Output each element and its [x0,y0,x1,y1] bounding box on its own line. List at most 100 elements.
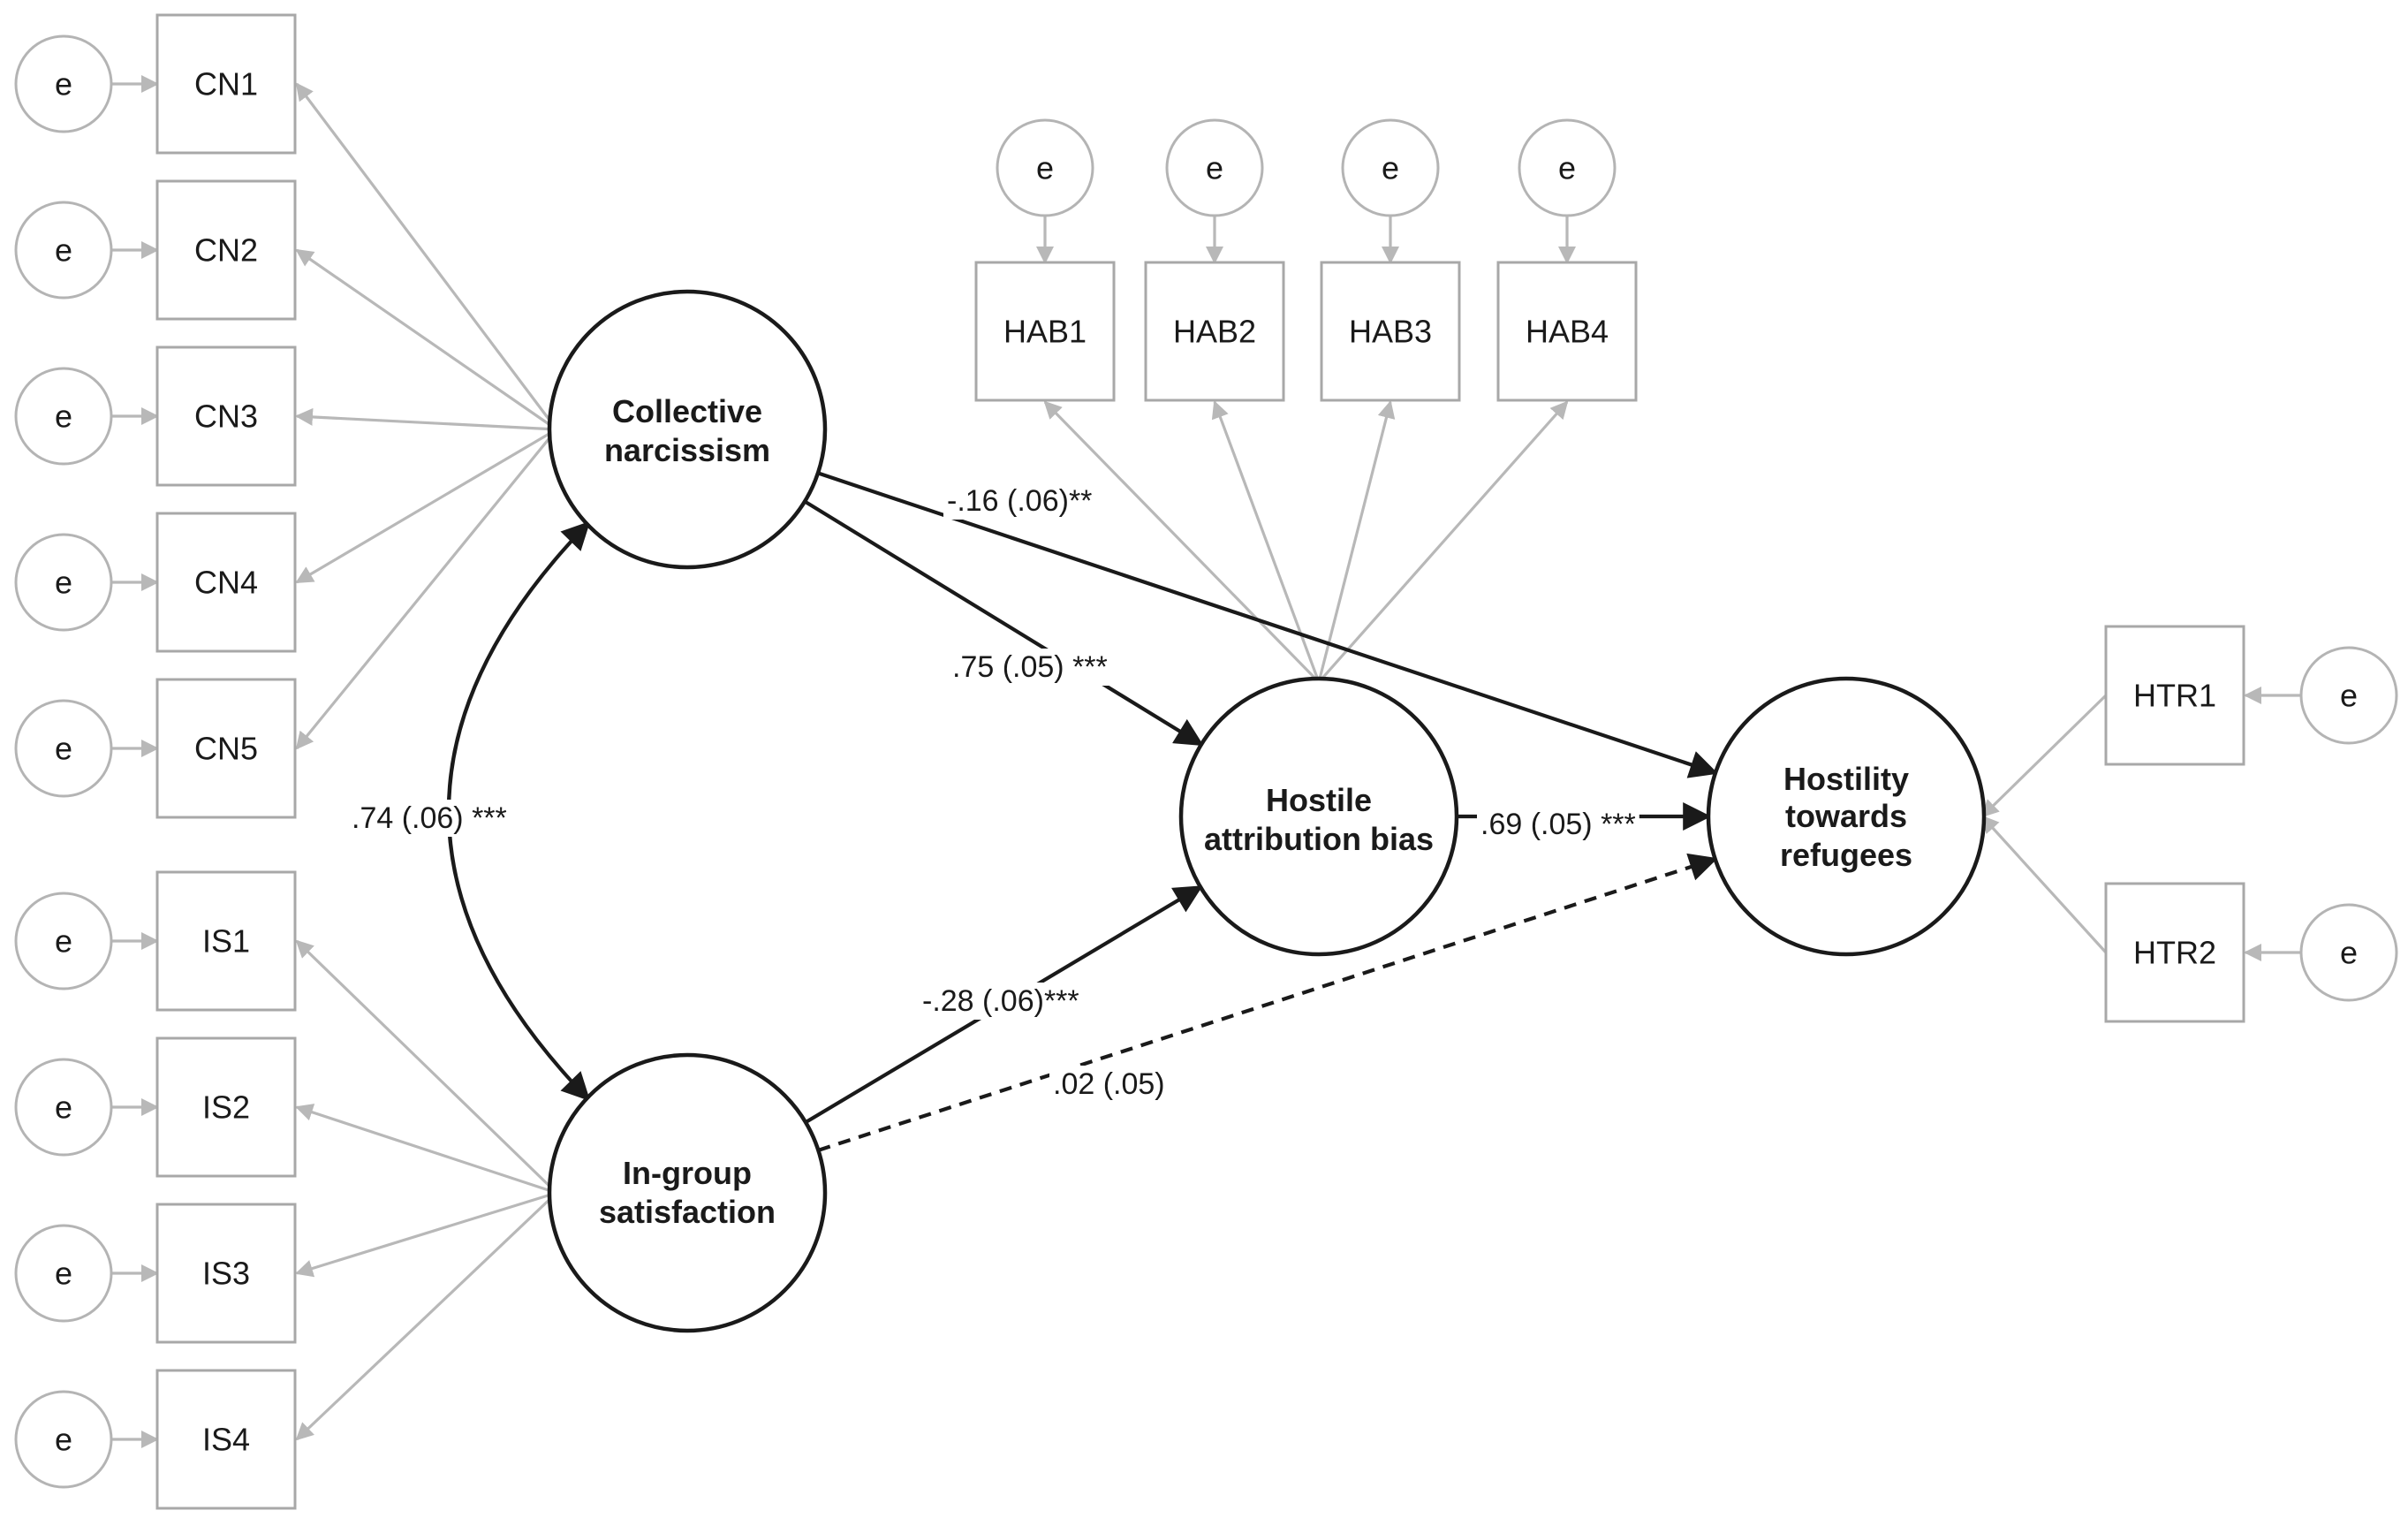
cn-loading-arrow-4 [295,428,557,584]
error-label-is3: e [55,1256,72,1292]
error-term-hab1 [996,118,1094,217]
coef-cn-is-covariance: .74 (.06) *** [352,801,507,835]
latent-hostility-towards-refugees-label-line-1: Hostility [1783,761,1909,797]
hab-loading-arrow-2 [1211,400,1321,683]
connector-lines [111,75,2301,1448]
indicator-htr2 [2104,882,2245,1023]
hab-loading-arrow-4 [1317,400,1569,684]
error-term-cn5 [14,699,113,798]
htr-loading-arrow-2 [1980,815,2108,954]
indicator-label-cn2: CN2 [194,232,258,269]
hab-loading-arrow-1 [1043,400,1321,684]
error-label-cn5: e [55,731,72,767]
error-term-cn3 [14,367,113,466]
indicator-hab3 [1320,261,1461,402]
latent-ingroup-satisfaction-label-line-2: satisfaction [599,1194,776,1230]
latent-ingroup-satisfaction [547,1052,828,1333]
error-label-htr1: e [2340,678,2358,714]
error-label-cn4: e [55,565,72,601]
error-label-hab2: e [1206,150,1223,186]
latent-hostile-attribution-bias-label-line-2: attribution bias [1204,821,1434,857]
error-label-hab4: e [1558,150,1576,186]
indicator-cn4 [155,512,297,653]
coef-cn-to-htr: -.16 (.06)** [947,484,1092,518]
indicator-label-is1: IS1 [202,923,250,960]
coef-is-to-htr: .02 (.05) [1053,1067,1165,1101]
error-label-htr2: e [2340,935,2358,971]
indicator-label-cn1: CN1 [194,66,258,102]
indicator-label-is2: IS2 [202,1089,250,1126]
error-term-cn2 [14,201,113,300]
error-label-is2: e [55,1089,72,1126]
indicator-is1 [155,870,297,1012]
indicator-label-htr1: HTR1 [2133,678,2216,714]
error-term-is3 [14,1224,113,1323]
error-label-is4: e [55,1422,72,1458]
latent-hostility-towards-refugees-label-line-3: refugees [1780,837,1912,873]
error-label-cn3: e [55,398,72,435]
error-term-htr2 [2299,903,2398,1002]
is-loading-arrow-2 [295,1104,557,1195]
indicator-is2 [155,1036,297,1178]
error-term-is1 [14,892,113,990]
latent-hostility-towards-refugees [1706,676,1987,957]
indicator-label-is4: IS4 [202,1422,250,1458]
latent-hostile-attribution-bias-label-line-1: Hostile [1266,782,1372,818]
latent-hostility-towards-refugees-label-line-2: towards [1785,798,1907,834]
error-label-hab1: e [1036,150,1054,186]
error-label-is1: e [55,923,72,960]
error-term-hab4 [1518,118,1617,217]
indicator-label-htr2: HTR2 [2133,935,2216,971]
is-loading-arrow-1 [295,939,558,1195]
latent-collective-narcissism [547,289,828,570]
indicator-label-hab2: HAB2 [1173,314,1256,350]
indicator-label-hab4: HAB4 [1526,314,1609,350]
latent-collective-narcissism-label-line-1: Collective [612,393,762,429]
indicator-cn5 [155,678,297,819]
cn-loading-arrow-3 [295,407,557,431]
error-term-cn4 [14,533,113,632]
coef-cn-to-hab: .75 (.05) *** [952,650,1108,684]
cn-loading-arrow-5 [295,428,558,750]
path-cn-to-htr [817,471,1719,778]
error-label-hab3: e [1382,150,1399,186]
indicator-cn1 [155,13,297,155]
error-term-hab2 [1165,118,1264,217]
is-loading-arrow-4 [295,1191,558,1441]
htr-loading-arrow-1 [1980,694,2108,818]
coef-is-to-hab: -.28 (.06)*** [922,984,1079,1018]
error-term-hab3 [1341,118,1440,217]
error-term-is2 [14,1058,113,1157]
indicator-label-cn4: CN4 [194,565,258,601]
indicator-cn2 [155,179,297,321]
cn-loading-arrow-2 [295,248,557,431]
indicator-hab1 [974,261,1116,402]
error-label-cn2: e [55,232,72,269]
error-term-htr1 [2299,646,2398,745]
indicator-label-hab1: HAB1 [1003,314,1087,350]
latent-ingroup-satisfaction-label-line-1: In-group [623,1155,752,1191]
indicator-htr1 [2104,625,2245,766]
indicator-label-hab3: HAB3 [1349,314,1432,350]
hab-loading-arrow-3 [1317,400,1396,683]
path-cn-to-hab [803,499,1204,747]
indicator-hab2 [1144,261,1285,402]
indicator-is3 [155,1203,297,1344]
indicator-is4 [155,1369,297,1510]
cn-loading-arrow-1 [295,82,558,430]
coef-hab-to-htr: .69 (.05) *** [1480,808,1636,841]
is-loading-arrow-3 [295,1191,557,1278]
latent-hostile-attribution-bias [1178,676,1459,957]
indicator-label-is3: IS3 [202,1256,250,1292]
indicator-cn3 [155,345,297,487]
latent-collective-narcissism-label-line-2: narcissism [604,432,770,468]
indicator-hab4 [1496,261,1638,402]
path-coefficient-labels: -.16 (.06)** .75 (.05) *** .74 (.06) *** -.… [348,482,1639,1103]
error-term-cn1 [14,34,113,133]
error-label-cn1: e [55,66,72,102]
error-term-is4 [14,1390,113,1489]
path-is-to-htr [817,853,1718,1152]
indicator-label-cn3: CN3 [194,398,258,435]
